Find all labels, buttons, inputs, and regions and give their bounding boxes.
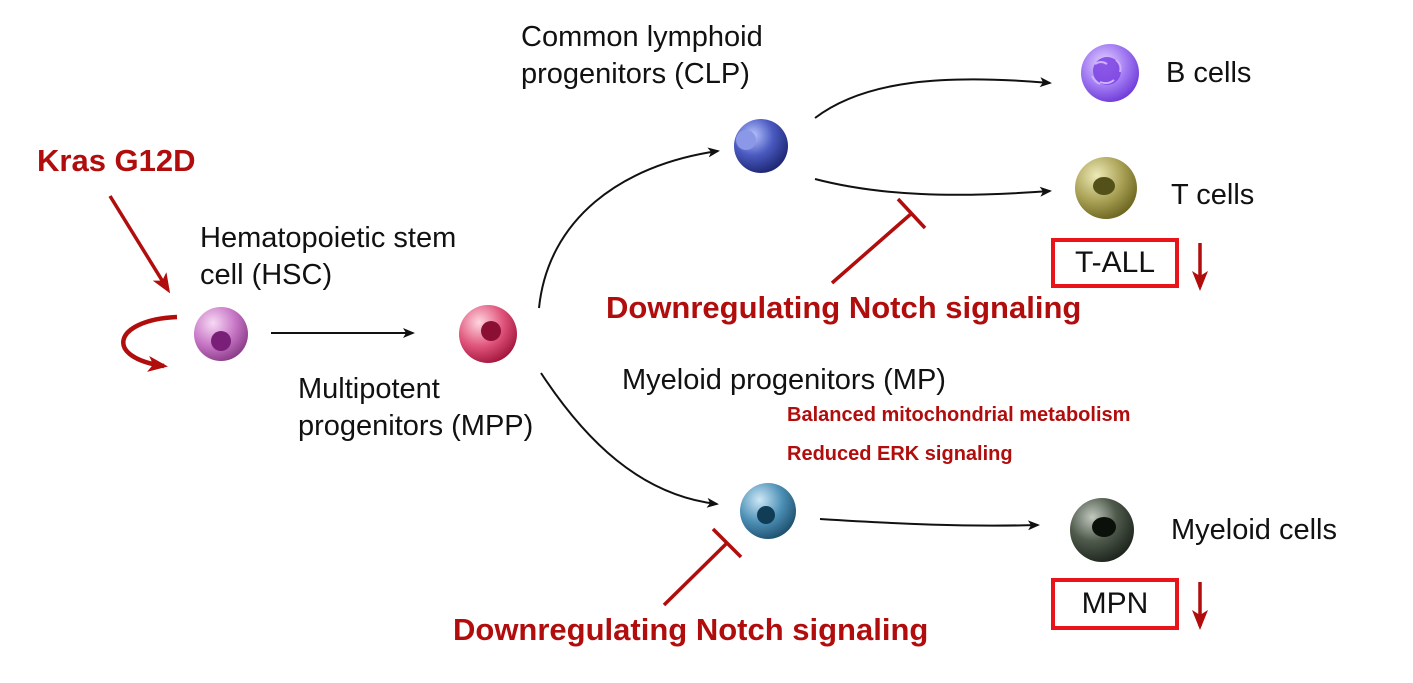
notch-inhibition-myeloid xyxy=(662,527,743,607)
mpn-box: MPN xyxy=(1051,578,1179,630)
tall-box: T-ALL xyxy=(1051,238,1179,288)
clp-cell xyxy=(734,119,788,173)
b-cell xyxy=(1081,44,1139,102)
notch-lymphoid-label: Downregulating Notch signaling xyxy=(606,290,1082,325)
mp-to-myeloid-arrow xyxy=(819,518,1040,531)
myeloid-cells-label: Myeloid cells xyxy=(1171,514,1337,546)
clp-label: Common lymphoid progenitors (CLP) xyxy=(521,21,763,90)
erk-label: Reduced ERK signaling xyxy=(787,443,1013,465)
t-cell xyxy=(1075,157,1137,219)
notch-inhibition-lymphoid xyxy=(830,197,927,285)
mpp-to-clp-arrow xyxy=(538,147,720,309)
mpp-to-mp-arrow xyxy=(540,372,719,508)
self-renewal-arrow xyxy=(121,314,178,372)
kras-arrow xyxy=(108,195,171,294)
t-cells-label: T cells xyxy=(1171,179,1255,211)
mp-cell xyxy=(740,483,796,539)
notch-myeloid-label: Downregulating Notch signaling xyxy=(453,612,929,647)
kras-label: Kras G12D xyxy=(37,143,196,178)
myeloid-cell xyxy=(1070,498,1134,562)
b-cells-label: B cells xyxy=(1166,57,1252,89)
mpp-cell xyxy=(459,305,517,363)
hsc-label: Hematopoietic stem cell (HSC) xyxy=(200,222,457,291)
metabolism-label: Balanced mitochondrial metabolism xyxy=(787,404,1131,426)
hsc-cell xyxy=(194,307,248,361)
mpp-label: Multipotent progenitors (MPP) xyxy=(298,373,534,442)
mp-label: Myeloid progenitors (MP) xyxy=(622,364,946,396)
clp-to-t-arrow xyxy=(814,178,1052,197)
clp-to-b-arrow xyxy=(814,77,1052,119)
